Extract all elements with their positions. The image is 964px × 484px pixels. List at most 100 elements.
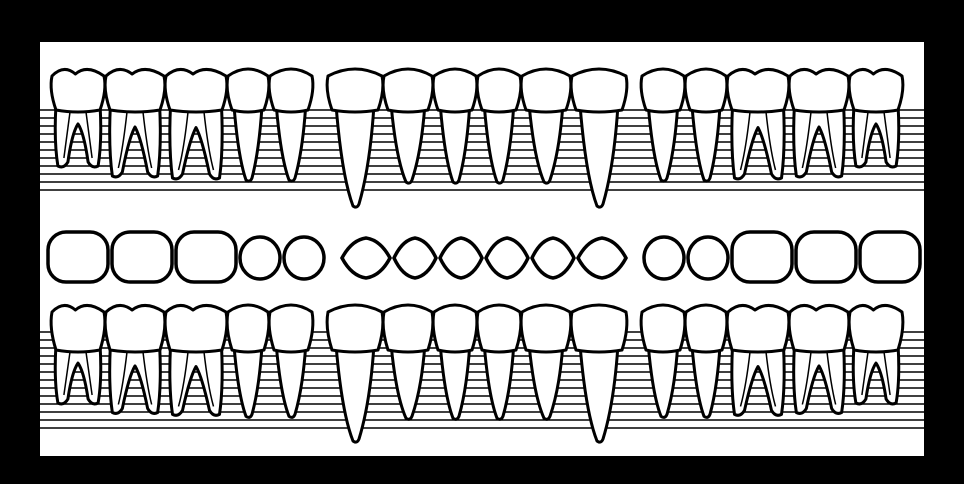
tooth-second-premolar (225, 303, 271, 419)
tooth-first-premolar (639, 303, 687, 419)
tooth-third-molar (49, 304, 107, 406)
tooth-crown (103, 68, 167, 114)
occlusal-outline-molar (730, 230, 794, 284)
root-canal-line (739, 111, 751, 171)
lower-arch (49, 303, 905, 444)
tooth-crown (49, 68, 107, 114)
root-canal-line (883, 111, 891, 159)
tooth-first-molar (163, 304, 229, 417)
tooth-crown (49, 304, 107, 354)
tooth-root (482, 344, 516, 421)
root-canal-line (177, 351, 189, 407)
occlusal-row (46, 230, 922, 284)
occlusal-outline-molar (174, 230, 238, 284)
tooth-second-molar (787, 304, 851, 415)
tooth-root (646, 344, 680, 419)
root-canal-line (801, 111, 812, 169)
tooth-second-premolar (683, 303, 729, 419)
tooth-crown (569, 303, 629, 354)
dental-chart-drawing (40, 67, 924, 444)
tooth-root (232, 104, 264, 183)
root-canal-line (203, 111, 215, 171)
root-canal-line (883, 351, 891, 396)
tooth-central-incisor (431, 67, 479, 185)
tooth-root (108, 344, 162, 415)
tooth-root (578, 104, 620, 209)
tooth-root (646, 104, 680, 183)
tooth-root (527, 104, 565, 185)
root-canal-line (765, 351, 777, 407)
tooth-root (168, 104, 224, 181)
tooth-root (851, 104, 901, 169)
tooth-second-premolar (225, 67, 271, 183)
tooth-root (108, 104, 162, 179)
tooth-crown (639, 303, 687, 354)
tooth-root (334, 344, 376, 444)
occlusal-outline-premolar (686, 235, 730, 281)
root-canal-line (765, 111, 777, 171)
tooth-canine (325, 67, 385, 209)
tooth-first-molar (725, 68, 791, 181)
tooth-root (690, 344, 722, 419)
occlusal-outline-canine (576, 236, 628, 280)
occlusal-outline-molar (794, 230, 858, 284)
tooth-second-molar (103, 304, 167, 415)
tooth-first-premolar (267, 67, 315, 183)
tooth-first-premolar (267, 303, 315, 419)
root-canal-line (861, 111, 869, 159)
tooth-root (389, 344, 427, 421)
root-canal-line (826, 111, 837, 169)
occlusal-outline-molar (858, 230, 922, 284)
tooth-crown (103, 304, 167, 354)
tooth-root (232, 344, 264, 419)
tooth-first-premolar (639, 67, 687, 183)
root-canal-line (63, 351, 71, 396)
tooth-crown (475, 303, 523, 354)
tooth-second-molar (103, 68, 167, 179)
occlusal-outline-incisor (392, 236, 438, 280)
occlusal-outline-canine (340, 236, 392, 280)
occlusal-outline-molar (46, 230, 110, 284)
tooth-crown (725, 68, 791, 114)
tooth-crown (569, 67, 629, 114)
tooth-third-molar (49, 68, 107, 169)
tooth-root (730, 344, 786, 417)
root-canal-line (117, 351, 128, 405)
tooth-crown (787, 68, 851, 114)
tooth-root (527, 344, 565, 421)
tooth-crown (225, 67, 271, 114)
tooth-third-molar (847, 68, 905, 169)
tooth-root (438, 344, 472, 421)
tooth-central-incisor (431, 303, 479, 421)
tooth-root (168, 344, 224, 417)
root-canal-line (177, 111, 189, 171)
occlusal-outline-premolar (238, 235, 282, 281)
tooth-root (730, 104, 786, 181)
tooth-canine (569, 67, 629, 209)
tooth-root (482, 104, 516, 185)
tooth-crown (267, 67, 315, 114)
tooth-crown (163, 68, 229, 114)
tooth-second-premolar (683, 67, 729, 183)
occlusal-outline-incisor (438, 236, 484, 280)
upper-arch (49, 67, 905, 209)
tooth-crown (325, 303, 385, 354)
tooth-root (578, 344, 620, 444)
tooth-canine (569, 303, 629, 444)
tooth-root (690, 104, 722, 183)
tooth-root (274, 104, 308, 183)
tooth-root (792, 344, 846, 415)
root-canal-line (826, 351, 837, 405)
tooth-root (53, 344, 103, 406)
tooth-crown (431, 67, 479, 114)
root-canal-line (85, 351, 93, 396)
tooth-lateral-incisor (381, 67, 435, 185)
tooth-crown (163, 304, 229, 354)
tooth-crown (381, 67, 435, 114)
tooth-crown (431, 303, 479, 354)
tooth-lateral-incisor (519, 303, 573, 421)
tooth-crown (225, 303, 271, 354)
occlusal-outline-incisor (530, 236, 576, 280)
root-canal-line (85, 111, 93, 159)
tooth-crown (847, 68, 905, 114)
